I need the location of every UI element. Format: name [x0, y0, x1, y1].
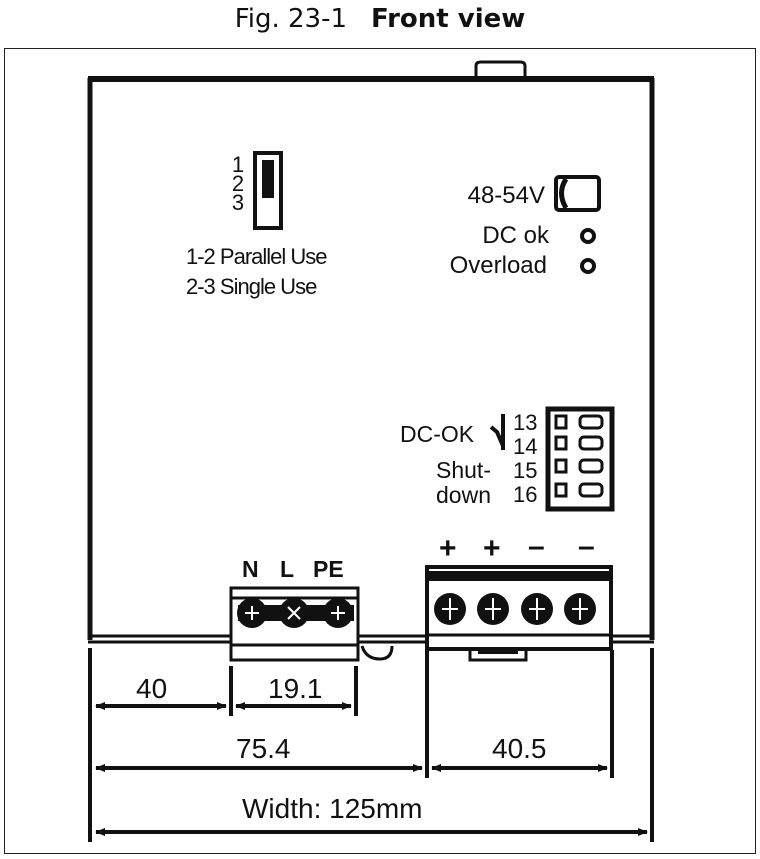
relay-contact-icon — [489, 414, 505, 450]
dimension-40: 40 — [136, 673, 168, 704]
output-label-plus-2: + — [483, 532, 501, 565]
screw-minus-1-icon — [521, 593, 553, 625]
input-label-n: N — [242, 556, 259, 582]
screw-plus-1-icon — [434, 593, 466, 625]
input-label-pe: PE — [313, 556, 344, 582]
dimension-arrows — [95, 702, 648, 836]
jumper-pin-1: 1 — [231, 152, 245, 177]
input-terminal-block[interactable] — [229, 586, 394, 662]
shutdown-label-line2: down — [436, 482, 491, 508]
screw-minus-2-icon — [564, 593, 596, 625]
pin-13: 13 — [513, 410, 538, 435]
screw-n-icon — [237, 598, 267, 628]
dimension-total-width: Width: 125mm — [242, 793, 423, 824]
input-label-l: L — [280, 556, 295, 582]
dc-ok-led-icon — [580, 228, 596, 244]
figure-title: Front view — [371, 4, 526, 34]
jumper-pin-2: 2 — [231, 171, 245, 196]
pin-15: 15 — [513, 458, 538, 483]
dimension-19-1: 19.1 — [268, 673, 323, 704]
jumper-pin-3: 3 — [231, 190, 245, 215]
housing-outline — [87, 60, 655, 644]
jumper-pin-labels: 1 2 3 — [231, 152, 245, 215]
output-terminal-block[interactable] — [425, 565, 613, 662]
voltage-adjust-potentiometer[interactable] — [554, 175, 601, 212]
pin-14: 14 — [513, 434, 538, 459]
dc-ok-label: DC ok — [482, 222, 549, 249]
dc-ok-relay-label: DC-OK — [400, 421, 475, 447]
figure-frame — [4, 48, 756, 854]
output-label-minus-1: – — [528, 530, 545, 563]
pin-16: 16 — [513, 482, 538, 507]
output-label-minus-2: – — [578, 530, 595, 563]
shutdown-label-line1: Shut- — [436, 457, 491, 483]
jumper-label-parallel: 1-2 Parallel Use — [186, 244, 328, 269]
voltage-label: 48-54V — [467, 182, 545, 209]
jumper-switch[interactable] — [253, 151, 283, 230]
screw-l-icon — [279, 598, 309, 628]
dimension-lines — [88, 648, 654, 842]
signal-connector-block[interactable] — [545, 406, 615, 512]
screw-plus-2-icon — [477, 593, 509, 625]
screw-pe-icon — [323, 598, 353, 628]
figure-caption: Fig. 23-1 Front view — [0, 4, 760, 34]
signal-pin-labels: 13 14 15 16 — [513, 411, 537, 507]
top-latch — [474, 60, 527, 77]
dimension-40-5: 40.5 — [492, 733, 547, 764]
figure-number: Fig. 23-1 — [234, 4, 348, 34]
overload-led-icon — [580, 258, 596, 274]
dimension-75-4: 75.4 — [236, 733, 291, 764]
output-label-plus-1: + — [439, 532, 457, 565]
overload-label: Overload — [449, 252, 547, 279]
jumper-label-single: 2-3 Single Use — [186, 274, 317, 299]
